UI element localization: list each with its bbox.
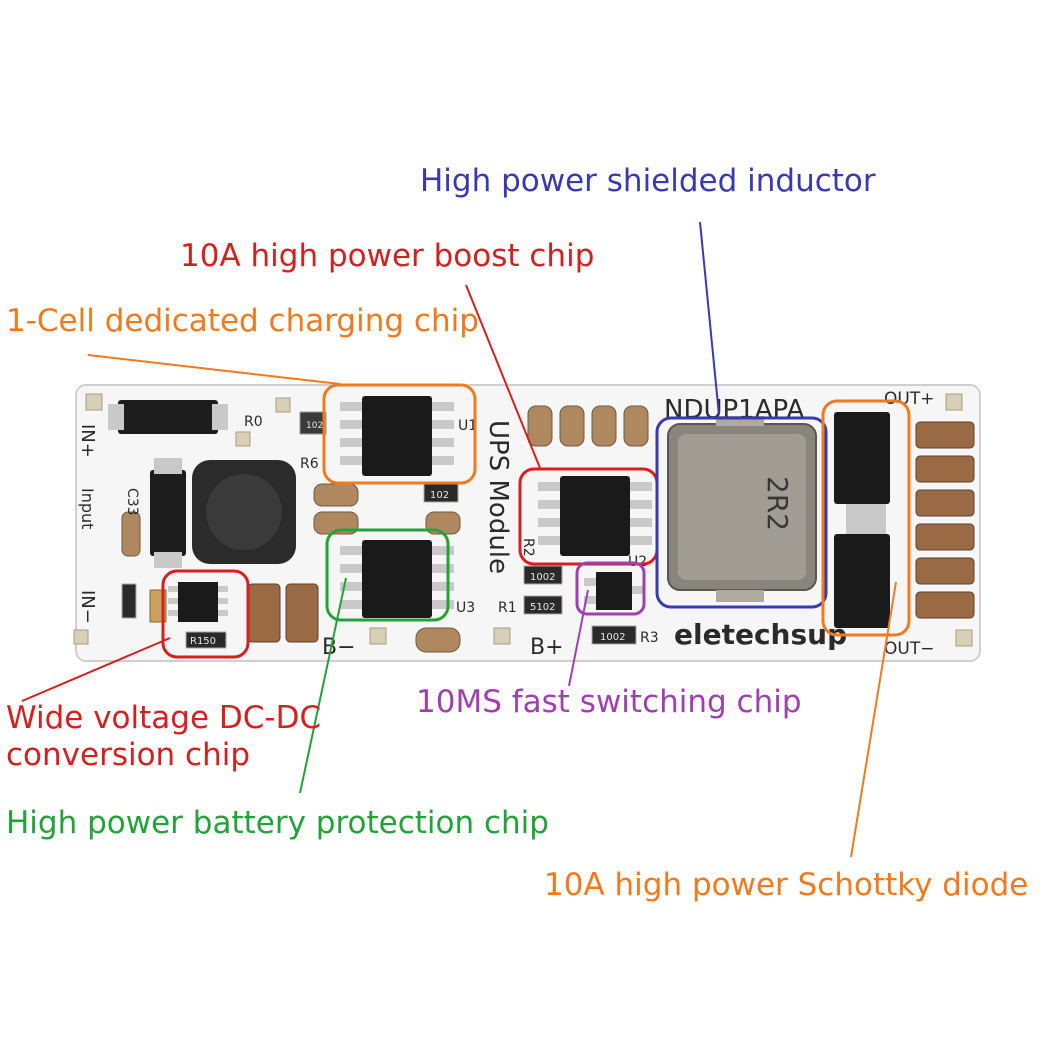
- schottky-highlight: [821, 399, 911, 637]
- inductor-left: [192, 460, 296, 564]
- b-minus-label: B−: [322, 635, 356, 660]
- resistor-102-top: [423, 483, 461, 535]
- charging-leader-line: [87, 354, 341, 385]
- resistor-marking-5102: 5102: [530, 602, 555, 613]
- dcdc-chip-highlight: [161, 569, 250, 659]
- boost-leader-line: [465, 284, 541, 469]
- resistor-marking-r150: R150: [190, 636, 216, 647]
- u3-chip: [340, 540, 454, 618]
- smd-component-left-top: [108, 400, 228, 434]
- out-minus-label: OUT−: [884, 639, 934, 659]
- schottky-diodes: [834, 412, 890, 628]
- b-plus-label: B+: [530, 635, 564, 660]
- u3-label: U3: [456, 600, 475, 616]
- in-minus-label: IN−: [77, 590, 98, 624]
- out-plus-label: OUT+: [884, 389, 934, 409]
- dcdc-chip: [121, 582, 228, 649]
- inductor-leader-line: [699, 221, 720, 416]
- r6-label: R6: [300, 456, 319, 472]
- r0-label: R0: [244, 414, 263, 430]
- c33-label: C33: [124, 488, 140, 516]
- resistor-marking-102-a: 102: [430, 490, 449, 501]
- annotation-boost-chip: 10A high power boost chip: [180, 238, 595, 274]
- resistors-middle: [523, 565, 637, 645]
- solder-pads: [73, 393, 973, 647]
- protection-leader-line: [299, 577, 347, 794]
- dcdc-leader-line: [21, 637, 171, 702]
- shielded-inductor: [667, 416, 817, 602]
- capacitors-lower-left: [121, 511, 461, 653]
- schottky-leader-line: [850, 581, 897, 858]
- r2-label: R2: [520, 538, 536, 557]
- resistor-marking-102-b: 102: [306, 421, 323, 431]
- switching-leader-line: [568, 589, 589, 687]
- inductor-highlight: [655, 416, 828, 609]
- u2-chip: [538, 476, 652, 556]
- charging-chip-highlight: [322, 383, 477, 485]
- input-label: Input: [78, 488, 97, 529]
- board-model-label: NDUP1APA: [664, 395, 805, 425]
- protection-chip-highlight: [325, 528, 450, 622]
- diode-left: [150, 458, 186, 568]
- u1-chip: [340, 396, 454, 476]
- annotation-schottky-diode: 10A high power Schottky diode: [544, 867, 1029, 903]
- switching-chip: [584, 572, 644, 610]
- annotation-charging-chip: 1-Cell dedicated charging chip: [6, 303, 479, 339]
- resistor-marking-1002-b: 1002: [600, 632, 625, 643]
- switching-chip-highlight: [575, 561, 646, 616]
- board-title-label: UPS Module: [483, 420, 513, 574]
- r1-label: R1: [498, 600, 517, 616]
- inductor-marking: 2R2: [761, 476, 794, 531]
- capacitors-top-row: [527, 405, 649, 447]
- annotation-dcdc-chip: Wide voltage DC-DC conversion chip: [6, 700, 322, 774]
- r3-label: R3: [640, 630, 659, 646]
- annotation-switching-chip: 10MS fast switching chip: [416, 684, 802, 720]
- board-brand-label: eletechsup: [674, 618, 847, 651]
- annotation-inductor: High power shielded inductor: [420, 163, 876, 199]
- output-capacitors: [915, 421, 975, 619]
- u1-label: U1: [458, 418, 477, 434]
- in-plus-label: IN+: [77, 424, 98, 458]
- annotation-protection-chip: High power battery protection chip: [6, 805, 549, 841]
- resistor-marking-1002-a: 1002: [530, 572, 555, 583]
